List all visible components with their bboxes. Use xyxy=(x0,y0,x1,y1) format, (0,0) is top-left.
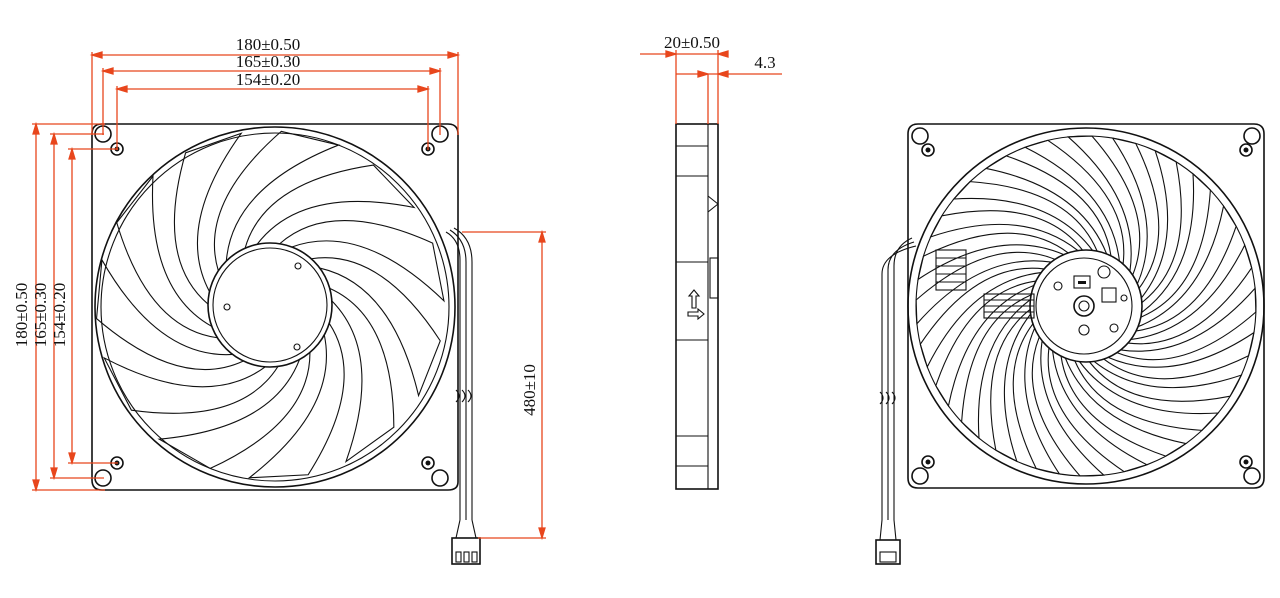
front-hub-ring xyxy=(212,247,328,363)
fan-blade xyxy=(984,155,1112,256)
hub-label-slot xyxy=(1073,275,1091,289)
width-inner-label: 154±0.20 xyxy=(236,70,301,89)
back-view xyxy=(875,123,1265,565)
width-mid-label: 165±0.30 xyxy=(236,52,301,71)
fan-blade xyxy=(116,174,218,339)
back-rim-outer xyxy=(907,127,1265,485)
front-connector xyxy=(451,537,481,565)
fan-blade xyxy=(935,280,1036,408)
side-frame xyxy=(675,123,719,490)
fan-blade xyxy=(1111,137,1160,289)
front-rim-outer xyxy=(94,126,456,488)
fan-blade xyxy=(1060,356,1188,457)
fan-blade xyxy=(329,287,395,463)
back-wire-bundle xyxy=(935,249,1035,319)
fan-blade xyxy=(244,164,416,249)
fan-blade xyxy=(1136,204,1237,332)
fan-blade xyxy=(247,323,345,479)
back-connector xyxy=(875,539,901,565)
back-cable xyxy=(875,237,917,565)
height-outer-label: 180±0.50 xyxy=(12,283,31,348)
fan-blade xyxy=(157,352,311,470)
front-cable xyxy=(445,227,481,565)
fan-blade xyxy=(95,258,244,371)
fan-blade xyxy=(952,181,1098,252)
fan-blade xyxy=(1127,243,1253,345)
height-dimensions xyxy=(32,121,118,493)
fan-blade xyxy=(279,220,445,303)
cable-length-label: 480±10 xyxy=(520,364,539,416)
fan-blade xyxy=(1074,360,1220,431)
front-hub xyxy=(207,242,333,368)
fan-blade xyxy=(1066,135,1141,276)
back-frame xyxy=(907,123,1265,489)
cable-dimension xyxy=(462,229,546,541)
height-inner-label: 154±0.20 xyxy=(50,283,69,348)
back-blades xyxy=(915,135,1257,477)
fan-blade xyxy=(213,130,341,271)
fan-blade xyxy=(173,132,243,305)
hub-center xyxy=(1073,295,1095,317)
front-view: 180±0.50 165±0.30 154±0.20 180±0.50 165±… xyxy=(12,35,546,565)
frame-lip-label: 4.3 xyxy=(754,53,775,72)
airflow-arrow-up xyxy=(687,289,701,309)
hub-dot-3 xyxy=(293,343,301,351)
front-rim-inner xyxy=(100,132,450,482)
back-mounting-holes xyxy=(911,127,1261,485)
width-dimensions xyxy=(89,51,461,150)
hub-dot-2 xyxy=(223,303,231,311)
fan-blade xyxy=(1089,360,1243,402)
fan-blade xyxy=(917,232,1069,281)
rotation-arrow-right xyxy=(687,307,705,321)
thickness-label: 20±0.50 xyxy=(664,33,720,52)
fan-blade xyxy=(1012,323,1061,475)
hub-dot-1 xyxy=(294,262,302,270)
fan-blade xyxy=(961,294,1032,440)
fan-blade xyxy=(1140,149,1182,303)
fan-blade xyxy=(1103,331,1255,380)
fan-blade xyxy=(929,210,1083,252)
fan-blade xyxy=(1047,347,1149,473)
fan-blade xyxy=(990,309,1032,463)
fan-blade xyxy=(311,257,441,398)
side-view: 20±0.50 4.3 xyxy=(640,33,782,490)
fan-blade xyxy=(1023,139,1125,265)
height-mid-label: 165±0.30 xyxy=(31,283,50,348)
width-outer-label: 180±0.50 xyxy=(236,35,301,54)
fan-blade xyxy=(1140,172,1211,318)
front-blades xyxy=(95,130,445,479)
fan-blade xyxy=(919,267,1045,369)
fan-blade xyxy=(915,251,1056,326)
fan-blade xyxy=(1116,286,1257,361)
fan-blade xyxy=(1031,336,1106,477)
fan-blade xyxy=(102,356,279,414)
